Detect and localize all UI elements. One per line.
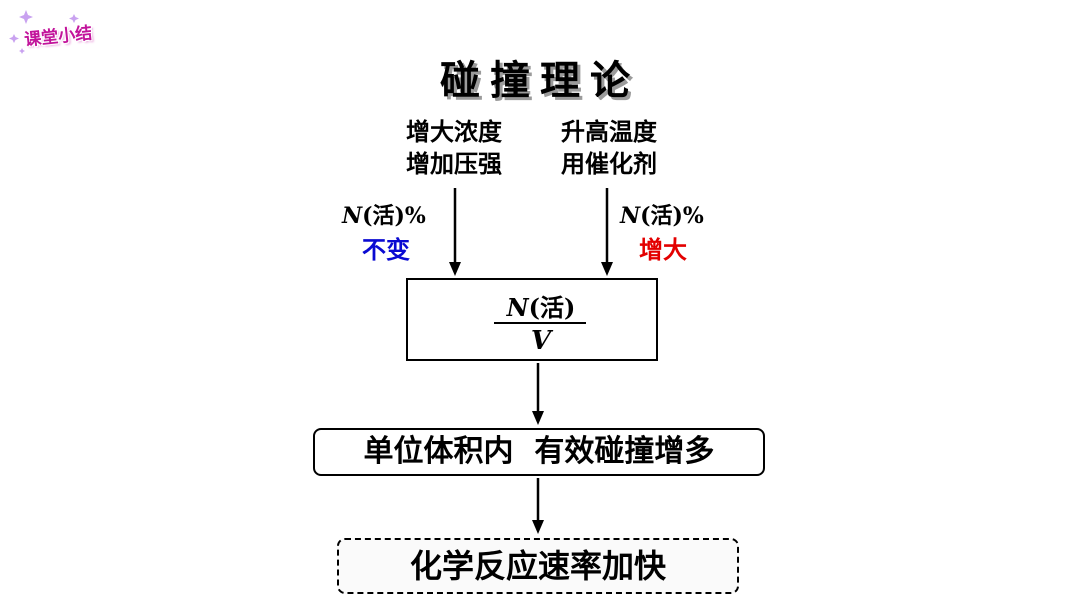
condition-increase-pressure: 增加压强 [406, 150, 502, 178]
left-n-suffix: (活)% [362, 203, 426, 229]
fraction-bar [494, 322, 586, 324]
ratio-box [406, 278, 658, 361]
left-activation-percent-label: N(活)% [342, 198, 426, 230]
ratio-denominator: V [530, 326, 552, 356]
right-n-suffix: (活)% [640, 203, 704, 229]
right-activation-percent-label: N(活)% [620, 198, 704, 230]
right-conditions: 升高温度 用催化剂 [561, 116, 657, 180]
left-state-unchanged: 不变 [362, 236, 410, 264]
left-n-variable: N [342, 203, 363, 229]
right-state-increased: 增大 [639, 236, 687, 264]
ratio-numerator: N(活) [496, 288, 586, 323]
effective-collision-box: 单位体积内 有效碰撞增多 [313, 428, 765, 476]
ratio-n-suffix: (活) [528, 293, 576, 322]
page-title: 碰撞理论 [440, 57, 640, 104]
sparkle-decoration-icon [9, 10, 93, 54]
left-conditions: 增大浓度 增加压强 [406, 116, 502, 180]
right-n-variable: N [620, 203, 641, 229]
condition-raise-temperature: 升高温度 [561, 118, 657, 146]
reaction-rate-result-box: 化学反应速率加快 [337, 538, 739, 594]
ratio-n-variable: N [506, 293, 529, 322]
condition-increase-concentration: 增大浓度 [406, 118, 502, 146]
condition-use-catalyst: 用催化剂 [561, 150, 657, 178]
